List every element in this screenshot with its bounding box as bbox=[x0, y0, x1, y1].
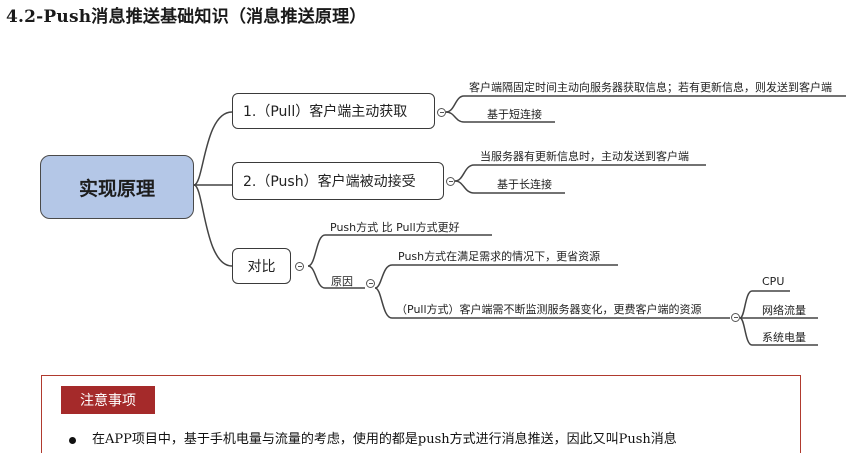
collapse-icon[interactable] bbox=[437, 108, 446, 117]
branch-push-node: 2.（Push）客户端被动接受 bbox=[232, 162, 444, 200]
pull-basis-label: 基于短连接 bbox=[487, 108, 542, 121]
collapse-icon[interactable] bbox=[366, 279, 375, 288]
collapse-icon[interactable] bbox=[731, 313, 740, 322]
push-basis-label: 基于长连接 bbox=[497, 178, 552, 191]
resource-label: 系统电量 bbox=[762, 331, 806, 344]
resource-label: CPU bbox=[762, 275, 785, 288]
notice-text: 在APP项目中，基于手机电量与流量的考虑，使用的都是push方式进行消息推送，因… bbox=[92, 432, 677, 447]
reason-pull-label: （Pull方式）客户端需不断监测服务器变化，更费客户端的资源 bbox=[396, 303, 702, 316]
page-title: 4.2-Push消息推送基础知识（消息推送原理） bbox=[6, 7, 367, 27]
collapse-icon[interactable] bbox=[295, 262, 304, 271]
push-detail-label: 当服务器有更新信息时，主动发送到客户端 bbox=[480, 150, 689, 163]
resource-label: 网络流量 bbox=[762, 304, 806, 317]
compare-conclusion-label: Push方式 比 Pull方式更好 bbox=[330, 221, 460, 234]
notice-heading: 注意事项 bbox=[61, 386, 155, 414]
reason-push-label: Push方式在满足需求的情况下，更省资源 bbox=[398, 250, 601, 263]
branch-pull-node: 1.（Pull）客户端主动获取 bbox=[232, 93, 435, 129]
branch-compare-node: 对比 bbox=[232, 248, 291, 284]
root-node: 实现原理 bbox=[40, 155, 194, 219]
notice-box: 注意事项 在APP项目中，基于手机电量与流量的考虑，使用的都是push方式进行消… bbox=[41, 375, 801, 453]
pull-detail-label: 客户端隔固定时间主动向服务器获取信息；若有更新信息，则发送到客户端 bbox=[469, 81, 832, 94]
bullet-icon bbox=[69, 437, 76, 444]
reason-label: 原因 bbox=[331, 275, 353, 288]
collapse-icon[interactable] bbox=[446, 177, 455, 186]
